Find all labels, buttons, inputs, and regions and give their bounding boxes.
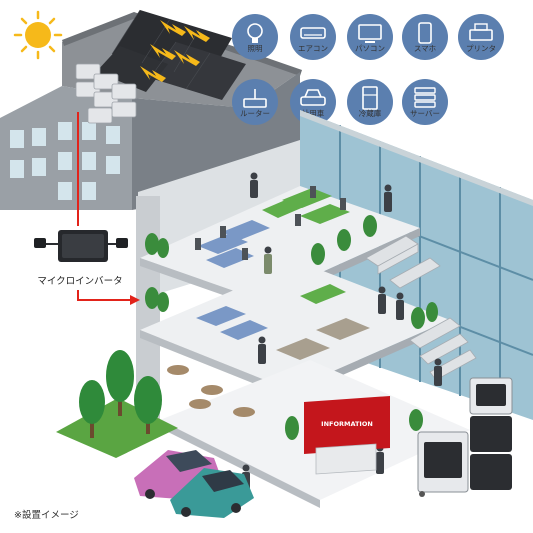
smartphone-icon: スマホ bbox=[402, 14, 448, 60]
micro-inverter-label: マイクロインバータ bbox=[37, 276, 122, 287]
lightbulb-icon: 照明 bbox=[232, 14, 278, 60]
car-icon-glyph bbox=[300, 89, 326, 106]
appliance-icon-circle bbox=[458, 14, 504, 60]
appliance-label: エアコン bbox=[298, 44, 328, 53]
sun-icon bbox=[13, 10, 63, 60]
appliance-icon-circle bbox=[347, 79, 393, 125]
server-icon: サーバー bbox=[402, 79, 448, 125]
rooftop-batteries bbox=[75, 63, 137, 124]
appliance-icon-circle bbox=[290, 14, 336, 60]
air-conditioner-icon-glyph bbox=[300, 27, 326, 39]
appliance-icon-circle bbox=[347, 14, 393, 60]
park bbox=[56, 350, 178, 458]
lobby-tables bbox=[167, 365, 255, 417]
appliance-icon-circle bbox=[232, 79, 278, 125]
information-sign-label: INFORMATION bbox=[321, 420, 373, 428]
appliance-label: 冷蔵庫 bbox=[359, 108, 382, 118]
smartphone-icon-glyph bbox=[418, 22, 432, 44]
appliance-label: スマホ bbox=[414, 44, 436, 53]
office-people bbox=[242, 172, 442, 494]
portable-power-stations bbox=[417, 377, 513, 497]
installation-note: ※設置イメージ bbox=[14, 509, 79, 521]
monitor-icon: パソコン bbox=[347, 14, 393, 60]
monitor-icon-glyph bbox=[358, 24, 382, 43]
appliance-label: サーバー bbox=[410, 109, 440, 118]
appliance-icon-circle bbox=[232, 14, 278, 60]
potted-plants bbox=[145, 215, 438, 440]
power-flow-arrowhead bbox=[130, 295, 140, 305]
printer-icon-glyph bbox=[469, 23, 493, 41]
printer-icon: プリンタ bbox=[458, 14, 504, 60]
router-icon: ルーター bbox=[232, 79, 278, 125]
teal-car bbox=[170, 468, 254, 518]
appliance-label: 社用車 bbox=[302, 108, 325, 118]
information-desk: INFORMATION bbox=[304, 396, 390, 475]
sunlight-arrows bbox=[140, 20, 210, 82]
air-conditioner-icon: エアコン bbox=[290, 14, 336, 60]
fridge-icon-glyph bbox=[362, 86, 378, 110]
appliance-label: パソコン bbox=[355, 44, 385, 53]
power-flow-arrows bbox=[77, 112, 132, 301]
desks-upper-floor bbox=[195, 186, 350, 268]
company-cars bbox=[134, 450, 254, 518]
router-icon-glyph bbox=[243, 89, 267, 108]
fridge-icon: 冷蔵庫 bbox=[347, 79, 393, 125]
micro-inverter: マイクロインバータ bbox=[34, 230, 128, 287]
server-icon-glyph bbox=[414, 87, 436, 108]
appliance-label: プリンタ bbox=[466, 44, 496, 53]
desks-middle-floor bbox=[196, 284, 370, 360]
appliance-label: ルーター bbox=[240, 109, 270, 118]
lightbulb-icon-glyph bbox=[247, 23, 263, 43]
appliance-label: 照明 bbox=[248, 44, 263, 53]
appliance-icon-circle bbox=[402, 14, 448, 60]
